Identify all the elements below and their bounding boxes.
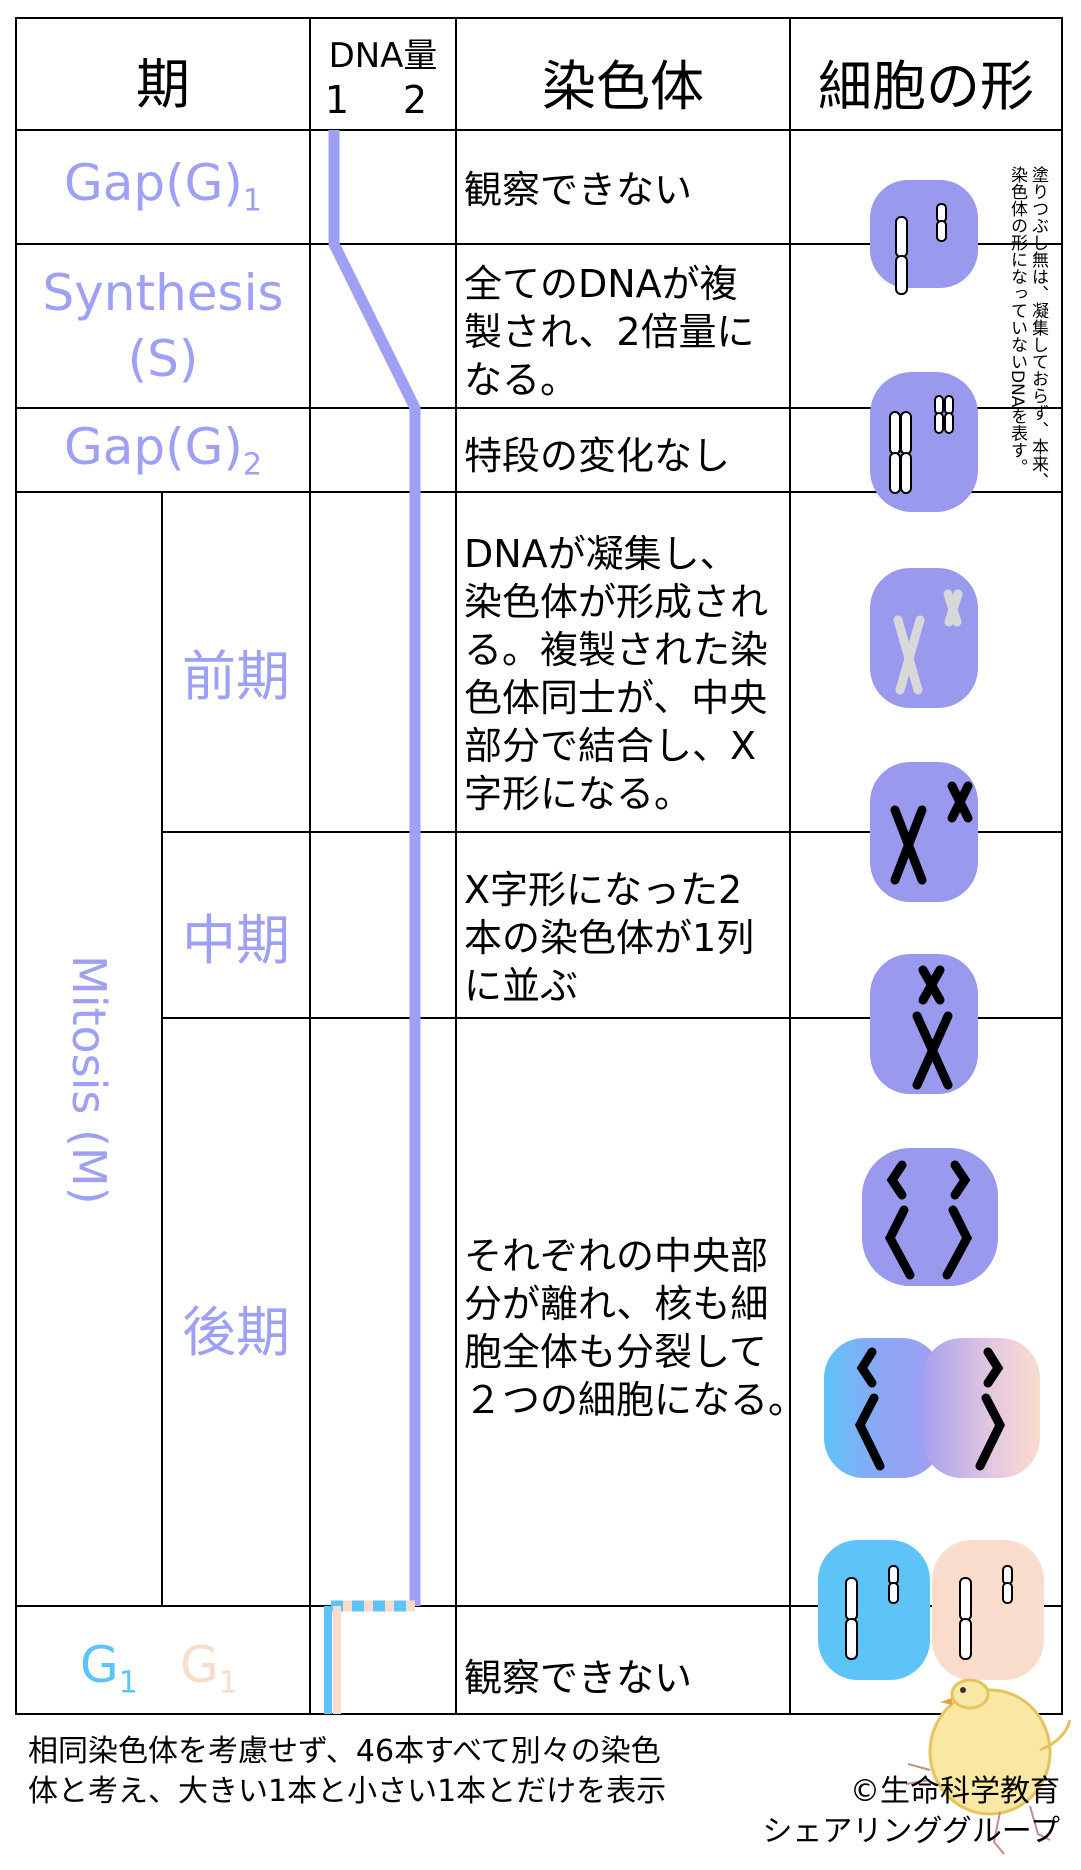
footer-note: 相同染色体を考慮せず、46本すべて別々の染色 体と考え、大きい1本と小さい1本と… — [28, 1734, 667, 1809]
phase-label-mitosis-wrap: Mitosis (M) — [16, 900, 162, 1260]
phase-label-metaphase: 中期 — [182, 909, 290, 972]
phase-label-prophase: 前期 — [182, 645, 290, 708]
description-g1: 観察できない — [464, 168, 693, 212]
header-cell-shape: 細胞の形 — [818, 55, 1034, 118]
description-metaphase: X字形になった2 本の染色体が1列 に並ぶ — [464, 868, 755, 1008]
description-prophase: DNAが凝集し、 染色体が形成され る。複製された染 色体同士が、中央 部分で結… — [464, 532, 769, 816]
phase-label-anaphase: 後期 — [182, 1301, 290, 1364]
header-dna-tick-2: 2 — [402, 78, 428, 122]
description-g2: 特段の変化なし — [464, 434, 731, 478]
phase-label-g1-end-peach: G1 — [180, 1636, 238, 1701]
cell-anaphase-dividing — [824, 1338, 1040, 1478]
cell-metaphase — [870, 954, 978, 1094]
table-outer-border — [15, 17, 1063, 1715]
dna-amount-line — [328, 130, 421, 1606]
phase-label-g1-end-blue: G1 — [80, 1636, 138, 1701]
header-phase: 期 — [136, 53, 190, 116]
footer-credit: ©生命科学教育 シェアリンググループ — [762, 1774, 1060, 1849]
description-s: 全てのDNAが複 製され、2倍量に なる。 — [464, 262, 755, 402]
dna-amount-graph — [324, 130, 421, 1714]
description-anaphase: それぞれの中央部 分が離れ、核も細 胞全体も分裂して ２つの細胞になる。 — [464, 1234, 807, 1422]
cell-daughter-peach — [932, 1540, 1044, 1680]
header-dna-amount: DNA量 — [328, 36, 438, 76]
header-dna-tick-1: 1 — [324, 78, 350, 122]
cell-anaphase-early — [862, 1148, 998, 1286]
phase-label-s-line1: Synthesis — [42, 264, 284, 322]
header-chromosome: 染色体 — [542, 55, 704, 118]
chick-mascot-icon — [905, 1678, 1072, 1855]
phase-label-g1: Gap(G)1 — [64, 154, 262, 219]
phase-label-g2: Gap(G)2 — [64, 418, 262, 483]
description-g1-end: 観察できない — [464, 1656, 693, 1700]
phase-label-s-line2: (S) — [127, 330, 199, 388]
cell-prophase-late — [870, 762, 978, 902]
phase-label-mitosis: Mitosis (M) — [62, 955, 116, 1205]
cell-daughter-blue — [818, 1540, 930, 1680]
cell-prophase-early — [870, 568, 978, 708]
dna-line-daughter-blue — [324, 1606, 332, 1714]
dna-line-daughter-peach — [333, 1606, 341, 1714]
cell-g1 — [870, 180, 978, 295]
cell-g2 — [870, 372, 978, 512]
side-note: 塗りつぶし無は、凝集しておらず、本来、 染色体の形になっていないDNAを表す。 — [1007, 166, 1048, 489]
